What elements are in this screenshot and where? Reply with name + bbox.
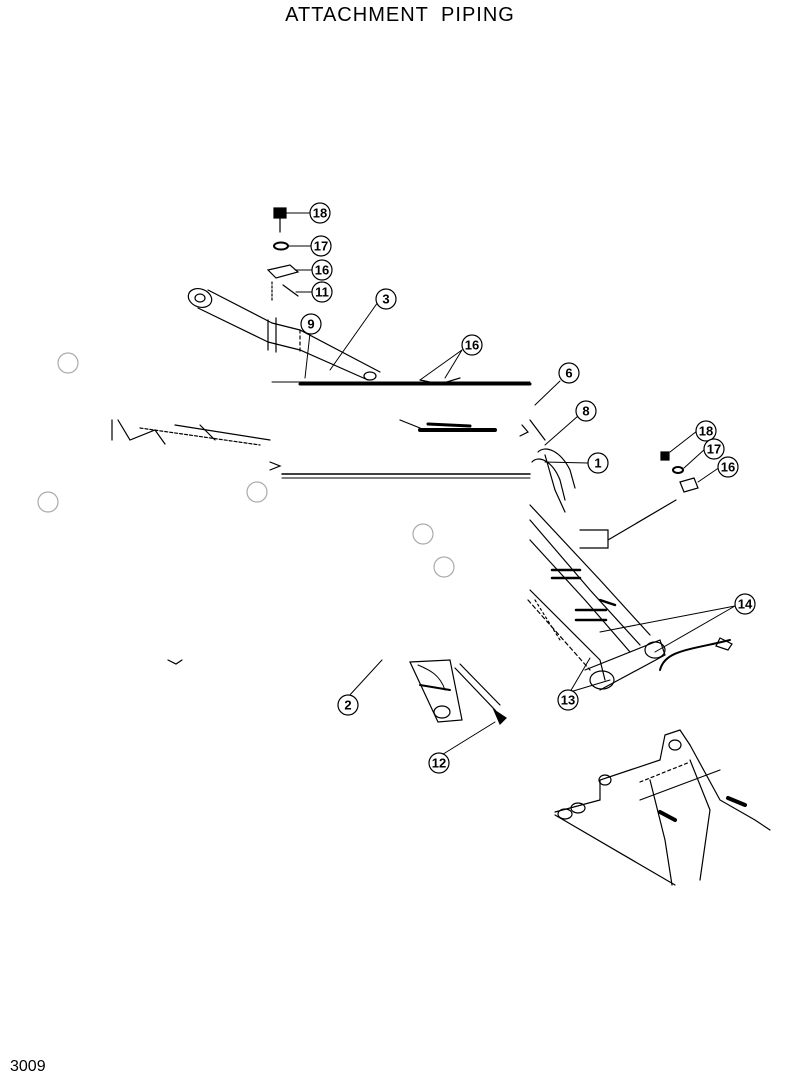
callout-18-right: 18 — [695, 420, 717, 442]
callout-18-upper: 18 — [309, 202, 331, 224]
callout-label: 18 — [699, 424, 713, 439]
callout-label: 9 — [307, 317, 314, 332]
callout-11: 11 — [311, 281, 333, 303]
callout-2: 2 — [337, 694, 359, 716]
callout-6: 6 — [558, 362, 580, 384]
callout-label: 2 — [344, 698, 351, 713]
callout-9: 9 — [300, 313, 322, 335]
page-number: 3009 — [10, 1058, 46, 1075]
callout-label: 1 — [594, 456, 601, 471]
callout-16-middle: 16 — [461, 334, 483, 356]
callout-label: 14 — [738, 597, 753, 612]
callout-label: 11 — [315, 285, 329, 300]
callout-3: 3 — [375, 288, 397, 310]
callout-label: 13 — [561, 693, 575, 708]
callout-label: 17 — [707, 442, 721, 457]
callout-label: 16 — [315, 263, 329, 278]
callout-13: 13 — [557, 689, 579, 711]
callout-16-right: 16 — [717, 456, 739, 478]
callout-16-upper: 16 — [311, 259, 333, 281]
callout-12: 12 — [428, 752, 450, 774]
callout-8: 8 — [575, 400, 597, 422]
callouts: 18 17 16 11 3 9 16 6 — [300, 202, 756, 774]
leader-lines — [282, 212, 736, 757]
callout-label: 18 — [313, 206, 327, 221]
arm-pipe-assembly — [519, 419, 733, 691]
bucket — [554, 729, 771, 886]
boom-mid-section — [111, 419, 531, 665]
boom-pipe-assembly — [187, 287, 532, 386]
page-title: ATTACHMENT PIPING — [285, 4, 515, 26]
callout-label: 16 — [721, 460, 735, 475]
arm-cylinder-pipe — [409, 659, 507, 726]
callout-1: 1 — [587, 452, 609, 474]
callout-17-upper: 17 — [310, 235, 332, 257]
callout-label: 6 — [565, 366, 572, 381]
callout-label: 17 — [314, 239, 328, 254]
callout-label: 3 — [382, 292, 389, 307]
callout-label: 8 — [582, 404, 589, 419]
callout-14: 14 — [734, 593, 756, 615]
callout-label: 16 — [465, 338, 479, 353]
upper-bolt-hardware — [266, 207, 300, 301]
callout-17-right: 17 — [703, 438, 725, 460]
callout-label: 12 — [432, 756, 446, 771]
right-bolt-hardware — [660, 451, 699, 493]
background-circles — [37, 352, 455, 578]
